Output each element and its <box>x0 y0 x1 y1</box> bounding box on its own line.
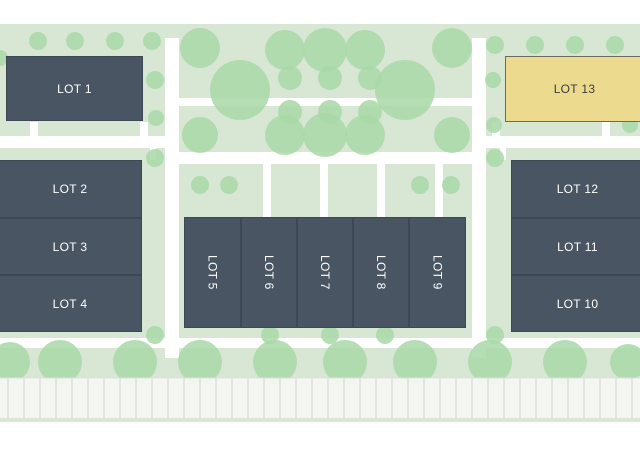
tree <box>345 115 385 155</box>
walkway <box>486 136 640 148</box>
lot-12[interactable]: LOT 12 <box>511 160 640 218</box>
frontage-strip <box>0 378 640 418</box>
tree <box>265 30 305 70</box>
tree <box>303 113 347 157</box>
walkway <box>472 38 486 358</box>
lot-label: LOT 6 <box>262 255 276 290</box>
lot-label: LOT 12 <box>556 182 599 196</box>
tree <box>345 30 385 70</box>
lot-label: LOT 2 <box>52 182 88 196</box>
lot-10[interactable]: LOT 10 <box>511 275 640 332</box>
tree <box>566 36 584 54</box>
tree <box>261 326 279 344</box>
walkway <box>0 338 640 348</box>
tree <box>29 32 47 50</box>
lot-9[interactable]: LOT 9 <box>409 217 466 328</box>
walkway <box>179 152 472 164</box>
lot-5[interactable]: LOT 5 <box>184 217 241 328</box>
tree <box>146 71 164 89</box>
walkways <box>0 38 640 358</box>
tree <box>543 340 587 384</box>
walkway <box>30 122 38 138</box>
lot-label: LOT 9 <box>430 255 445 290</box>
tree <box>146 149 164 167</box>
tree <box>210 60 270 120</box>
tree <box>143 32 161 50</box>
lot-label: LOT 4 <box>52 296 88 311</box>
tree <box>442 176 460 194</box>
walkway <box>140 122 148 138</box>
lot-label: LOT 5 <box>205 255 220 290</box>
walkway <box>165 38 179 358</box>
tree <box>468 340 512 384</box>
tree <box>38 340 82 384</box>
lot-2[interactable]: LOT 2 <box>0 160 142 218</box>
tree <box>0 50 8 66</box>
tree <box>278 66 302 90</box>
tree <box>486 117 502 133</box>
lot-label: LOT 11 <box>557 239 598 254</box>
lot-3[interactable]: LOT 3 <box>0 218 142 275</box>
frontage-fence <box>0 377 640 418</box>
lot-label: LOT 13 <box>553 82 596 96</box>
lot-7[interactable]: LOT 7 <box>297 217 353 328</box>
tree <box>321 326 339 344</box>
lot-13[interactable]: LOT 13 <box>505 56 640 122</box>
lot-6[interactable]: LOT 6 <box>241 217 297 328</box>
tree <box>434 117 470 153</box>
tree <box>375 60 435 120</box>
lot-label: LOT 1 <box>57 81 92 96</box>
tree <box>303 28 347 72</box>
lot-label: LOT 7 <box>318 255 332 290</box>
tree <box>486 149 504 167</box>
tree <box>113 340 157 384</box>
tree <box>148 110 164 126</box>
tree <box>486 326 504 344</box>
lot-label: LOT 10 <box>556 296 599 311</box>
walkway <box>435 164 443 217</box>
lot-4[interactable]: LOT 4 <box>0 275 142 332</box>
tree <box>376 326 394 344</box>
tree <box>106 32 124 50</box>
tree <box>253 340 297 384</box>
tree <box>191 176 209 194</box>
walkway <box>377 164 385 217</box>
tree <box>432 28 472 68</box>
tree <box>606 36 624 54</box>
tree <box>323 340 367 384</box>
tree <box>411 176 429 194</box>
tree <box>485 72 501 88</box>
tree <box>182 117 218 153</box>
lot-8[interactable]: LOT 8 <box>353 217 409 328</box>
tree <box>0 342 30 382</box>
tree <box>265 115 305 155</box>
tree <box>180 28 220 68</box>
tree <box>146 326 164 344</box>
tree <box>220 176 238 194</box>
tree <box>393 340 437 384</box>
walkway <box>0 136 165 148</box>
tree <box>610 344 640 380</box>
tree <box>178 340 222 384</box>
tree <box>486 36 504 54</box>
walkway <box>263 164 271 217</box>
lot-1[interactable]: LOT 1 <box>6 56 143 121</box>
lot-label: LOT 8 <box>374 255 388 290</box>
walkway <box>602 122 610 138</box>
tree-canopy <box>0 28 640 384</box>
tree <box>358 66 382 90</box>
lot-11[interactable]: LOT 11 <box>511 218 640 275</box>
tree <box>318 66 342 90</box>
tree <box>66 32 84 50</box>
walkway <box>320 164 328 217</box>
tree <box>526 36 544 54</box>
lot-label: LOT 3 <box>52 239 88 254</box>
